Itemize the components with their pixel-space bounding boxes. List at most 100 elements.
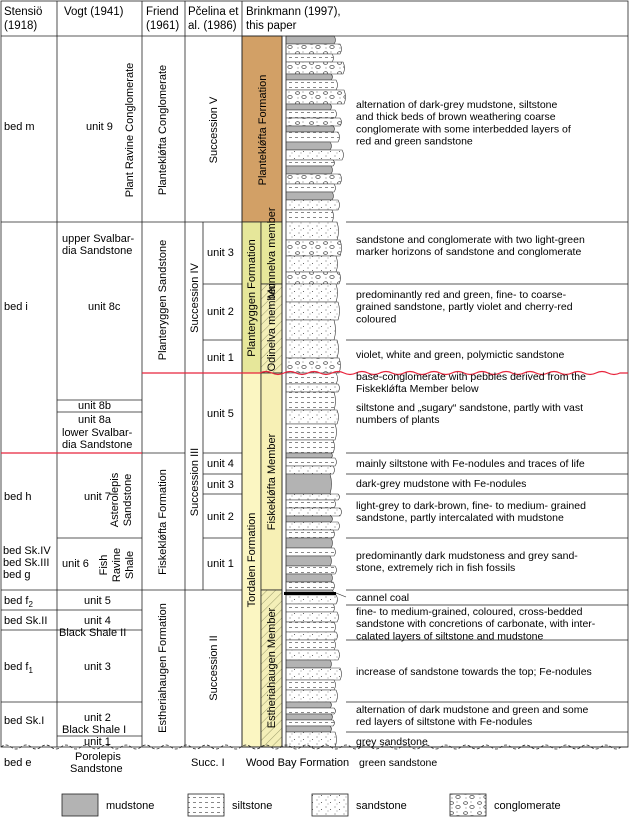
vogt-porolepis-2: Sandstone (70, 763, 123, 775)
lithology-band (285, 667, 342, 681)
lithology-band (285, 565, 337, 575)
description-d-base-line-2: Fiskeklǿfta Member below (356, 383, 479, 395)
lithology-band (285, 679, 336, 691)
header-pcelina-2: al. (1986) (188, 20, 237, 32)
legend-sandstone-swatch (311, 793, 349, 817)
lithology-band (285, 649, 340, 661)
brinkmann-planteryggen-formation: Planteryggen Formation (246, 239, 258, 356)
bed-h: bed h (4, 491, 32, 503)
lithology-band (285, 529, 335, 539)
pcelina-succession-3: Succession III (189, 448, 201, 516)
legend-mudstone-label: mudstone (106, 800, 154, 812)
friend-plantekloefta-conglomerate: Planteklǿfta Conglomerate (157, 65, 169, 195)
description-d-u2-line-1: alternation of dark mudstone and green a… (356, 704, 588, 716)
vogt-asterolepis-1: Asterolepis (109, 472, 121, 527)
lithology-band (285, 391, 336, 411)
description-d-base-line-1: base-conglomerate with pebbles derived f… (356, 371, 586, 383)
legend: mudstone siltstone sandstone conglomerat… (61, 793, 561, 817)
vogt-porolepis-1: Porolepis (75, 751, 121, 763)
vogt-ravine: Ravine (111, 548, 123, 582)
lithology-band (285, 141, 332, 151)
lithology-band (285, 319, 336, 341)
header-friend-2: (1961) (146, 20, 179, 32)
lithology-band (285, 73, 333, 81)
description-d-coal-line-1: cannel coal (356, 592, 409, 604)
lithology-band (285, 594, 338, 605)
header-stensio-2: (1918) (4, 20, 37, 32)
description-d-u4-line-2: sandstone with concretions of carbonate,… (356, 618, 596, 630)
legend-mudstone-swatch (61, 793, 99, 817)
description-d-s5-line-2: numbers of plants (356, 414, 439, 426)
lithology-band (285, 372, 338, 385)
legend-siltstone-label: siltstone (232, 800, 272, 812)
lithology-band (285, 521, 340, 531)
lithology-band (285, 439, 335, 454)
table-grid (0, 0, 629, 748)
pcelina-s3-unit3: unit 3 (207, 479, 234, 491)
lithology-band (285, 493, 340, 501)
bed-m: bed m (4, 121, 35, 133)
pcelina-s3-unit1: unit 1 (207, 558, 234, 570)
lithology-band (285, 339, 339, 359)
lithology-band (285, 191, 334, 201)
bed-sk1: bed Sk.I (4, 715, 44, 727)
lithology-band (285, 159, 335, 167)
description-d-m-line-4: red and green sandstone (356, 136, 473, 148)
lithology-band (285, 61, 345, 75)
pcelina-succession-4: Succession IV (189, 262, 201, 332)
lithology-band (285, 573, 333, 583)
description-d-u4-line-1: fine- to medium-grained, coloured, cross… (356, 606, 583, 618)
lithology-band (285, 283, 338, 303)
pcelina-s4-unit1: unit 1 (207, 352, 234, 364)
lithology-band (285, 423, 337, 441)
pcelina-succ-1: Succ. I (191, 757, 225, 769)
lithology-band (285, 53, 334, 63)
header-brinkmann-2: this paper (246, 20, 297, 32)
vogt-unit4: unit 4 (84, 615, 111, 627)
brinkmann-wood-bay-formation: Wood Bay Formation (246, 757, 349, 769)
pcelina-s3-unit2: unit 2 (207, 511, 234, 523)
description-d-s3-line-1: dark-grey mudstone with Fe-nodules (356, 478, 526, 490)
lithology-band (285, 409, 339, 425)
pcelina-succession-5: Succession V (208, 96, 220, 163)
bed-i: bed i (4, 301, 28, 313)
header-stensio-1: Stensiö (4, 6, 42, 18)
description-d-i2-line-3: coloured (356, 313, 396, 325)
lithology-band (285, 603, 335, 613)
lithology-band (285, 611, 339, 623)
description-d-s1-line-1: predominantly dark mudstoness and grey s… (356, 550, 578, 562)
description-d-s5-line-1: siltstone and „sugary“ sandstone, partly… (356, 402, 583, 414)
lithology-band (285, 43, 342, 55)
cannel-coal-layer (284, 592, 336, 595)
friend-estheriahaugen-formation: Estheriahaugen Formation (157, 603, 169, 733)
lithology-band (285, 713, 333, 721)
description-d-i3-line-1: sandstone and conglomerate with two ligh… (356, 234, 585, 246)
lithology-band (285, 621, 336, 633)
lithology-band (285, 79, 338, 91)
friend-planteryggen-sandstone: Planteryggen Sandstone (157, 240, 169, 360)
plantekloefta-formation-fill (241, 35, 283, 223)
lithology-log (285, 35, 346, 748)
pcelina-succession-2: Succession II (208, 635, 220, 700)
pcelina-s4-unit3: unit 3 (207, 247, 234, 259)
vogt-plant-ravine: Plant Ravine Conglomerate (124, 63, 136, 198)
description-d-s2-line-1: light-grey to dark-brown, fine- to mediu… (356, 500, 586, 512)
brinkmann-fiskekloefta-member: Fiskeklǿfta Member (266, 433, 278, 530)
description-d-u4-line-3: calated layers of siltstone and mudstone (356, 630, 544, 642)
lithology-band (285, 209, 334, 223)
brinkmann-estheriahaugen-member: Estheriahaugen Member (266, 607, 278, 728)
brinkmann-plantekloefta-formation: Planteklǿfta Formation (257, 75, 269, 186)
header-brinkmann-1: Brinkmann (1997), (246, 6, 341, 18)
description-d-i3-line-2: marker horizons of sandstone and conglom… (356, 246, 581, 258)
vogt-unit3: unit 3 (84, 661, 111, 673)
lithology-band (285, 457, 337, 467)
lithology-band (285, 659, 332, 669)
lithology-band (285, 301, 340, 321)
pcelina-s3-unit4: unit 4 (207, 458, 234, 470)
vogt-fish: Fish (98, 555, 110, 576)
lithology-band (285, 465, 335, 475)
legend-siltstone-swatch (187, 793, 225, 817)
bed-g: bed g (3, 569, 31, 581)
lithology-band (285, 165, 333, 175)
